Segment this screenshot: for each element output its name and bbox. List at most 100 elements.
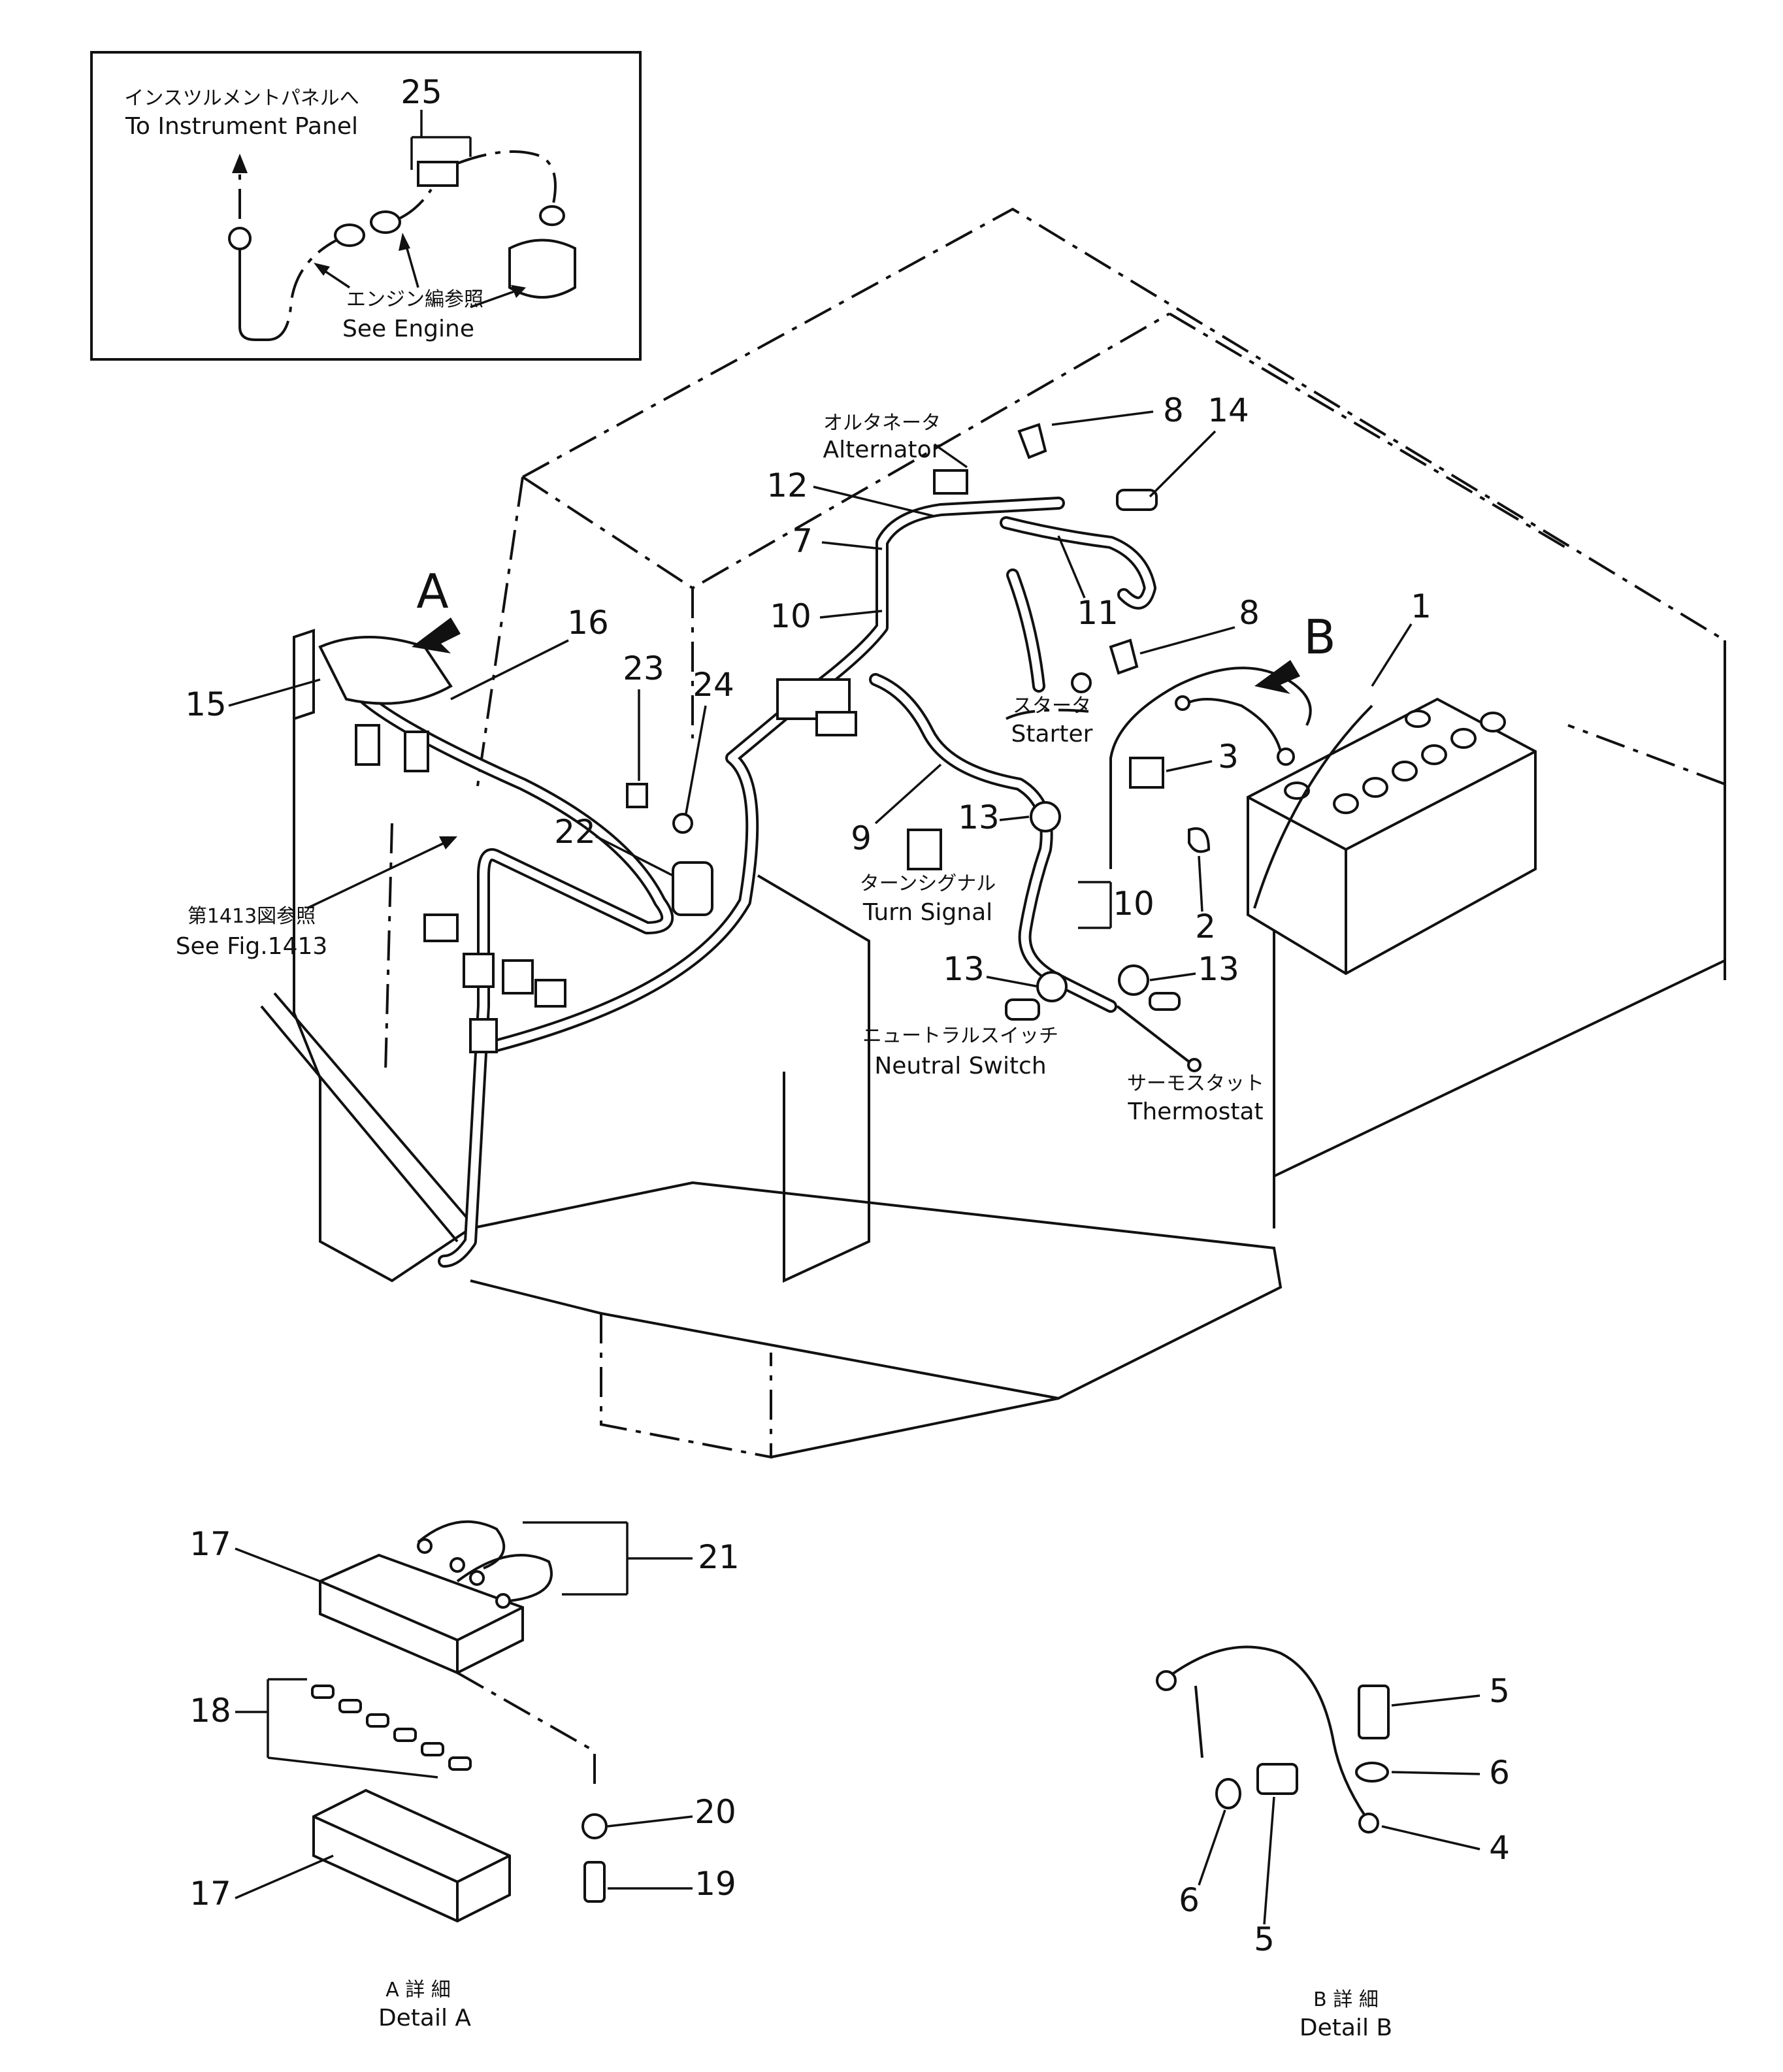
view-b-arrow[interactable] [1254,660,1300,694]
view-a-letter: A [416,564,448,619]
leader-22 [595,835,674,877]
clamp-13-upper [1030,801,1061,832]
dash-connector-1 [423,913,459,942]
body-lower-right-edge [1273,959,1726,1177]
terminal-cap-8a [1017,423,1047,459]
leader-16 [450,639,569,700]
jumper-wire-21b [456,1554,553,1602]
callout-24: 24 [693,666,734,704]
fuse-box-connector-a [355,724,380,766]
clamp-13-lower-left [1036,971,1068,1002]
view-a-arrow[interactable] [412,617,461,653]
callout-5-left: 5 [1254,1920,1275,1958]
fuse-block-17 [319,1553,524,1675]
washer-24 [672,813,693,834]
label-see-fig-jp: 第1413図参照 [188,905,316,928]
label-see-fig-en: See Fig.1413 [176,933,328,960]
dash-connector-4 [534,979,566,1008]
callout-6-right: 6 [1489,1754,1510,1792]
leader-see-fig [306,842,445,910]
leader-24 [685,705,707,814]
inset-plug [539,205,565,226]
callout-8-upper: 8 [1163,391,1184,429]
fuse-5 [421,1742,444,1756]
jumper-ring-2 [450,1557,465,1573]
inset-cable-right [457,150,557,210]
battery-cap-2 [1362,777,1388,798]
inset-engine-arrow-b [404,241,419,288]
relay-22 [672,861,713,916]
battery-cable [1109,666,1312,869]
machine-body-outline [260,207,1726,1459]
leader-5-left [1263,1796,1275,1925]
detail-b-en: Detail B [1300,2014,1392,2041]
battery-body [1247,697,1537,976]
battery [1247,697,1537,976]
ground-ring-b [1277,748,1295,766]
callout-14: 14 [1207,391,1249,429]
console-edge [293,629,315,721]
alternator-connector [933,469,968,495]
thermostat-wire [1116,1005,1190,1063]
callout-8-lower: 8 [1239,594,1260,632]
leader-4 [1381,1825,1480,1850]
terminal-cap-8b [1109,638,1139,675]
callout-2: 2 [1195,908,1216,946]
inset-up-arrow-head [232,154,248,173]
central-connector-2 [815,711,857,736]
ground-cable-4 [1168,1645,1367,1818]
callout-17-lower: 17 [189,1875,231,1913]
callout-6-left: 6 [1179,1881,1200,1919]
screw-19 [583,1861,606,1903]
leader-8-lower [1139,626,1235,655]
callout-18: 18 [189,1692,231,1730]
dash-connector-3 [502,959,534,995]
fuse-1 [311,1685,335,1699]
jumper-ring-3 [469,1570,485,1586]
detail-a-jp: A 詳 細 [385,1979,451,2001]
hood-ridge [1168,312,1569,550]
detail-b-jp: B 詳 細 [1313,1988,1379,2011]
fuse-box-connector-b [404,731,429,772]
hood-top-edge [522,207,1726,642]
callout-9: 9 [851,819,872,857]
inset-cable-mid [267,237,340,341]
jumper-ring-1 [417,1538,433,1554]
leader-6-right [1391,1771,1480,1775]
inset-cable-to-clamp [399,188,433,220]
ground-ring-b-2 [1175,695,1190,711]
component-labels: オルタネータ Alternator スタータ Starter ターンシグナル T… [176,412,1264,1125]
inset-engine-arrow-b-head [399,233,410,251]
callout-20: 20 [695,1793,736,1831]
callout-13-lower-right: 13 [1198,950,1239,988]
leader-14 [1149,430,1217,498]
callout-25: 25 [401,73,442,111]
grommet-3 [1129,757,1164,789]
leader-see-fig-head [439,836,457,849]
leader-20 [607,1815,693,1828]
leader-6-left [1198,1809,1226,1886]
inset-connector-b [370,210,401,234]
callout-13-lower-left: 13 [943,950,985,988]
bolt-5-left [1256,1763,1298,1795]
label-starter-en: Starter [1011,721,1093,748]
starter-ring-terminal [1071,672,1092,693]
inset-engine-reference: インスツルメントパネルへ To Instrument Panel 25 エンジン… [90,51,642,361]
callouts: 8 14 12 7 10 11 8 1 16 23 24 15 3 9 13 2… [185,391,1431,988]
callout-19: 19 [695,1865,736,1903]
leader-3 [1166,760,1213,772]
leader-8-upper [1051,410,1154,426]
label-neutral-switch-jp: ニュートラルスイッチ [862,1025,1058,1047]
inset-clamp-25 [417,161,459,187]
neutral-switch [1005,998,1040,1021]
label-alternator-jp: オルタネータ [823,412,941,435]
battery-cap-5 [1450,728,1477,749]
console-rail-1 [260,1005,459,1243]
callout-7: 7 [792,522,813,560]
leader-alternator [933,443,968,469]
body-right-step [1567,724,1726,785]
callout-5-right: 5 [1489,1672,1510,1710]
starter-area-dash [1006,708,1098,720]
fuse-cover-17 [312,1788,511,1923]
inset-see-engine-jp: エンジン編参照 [346,288,483,311]
